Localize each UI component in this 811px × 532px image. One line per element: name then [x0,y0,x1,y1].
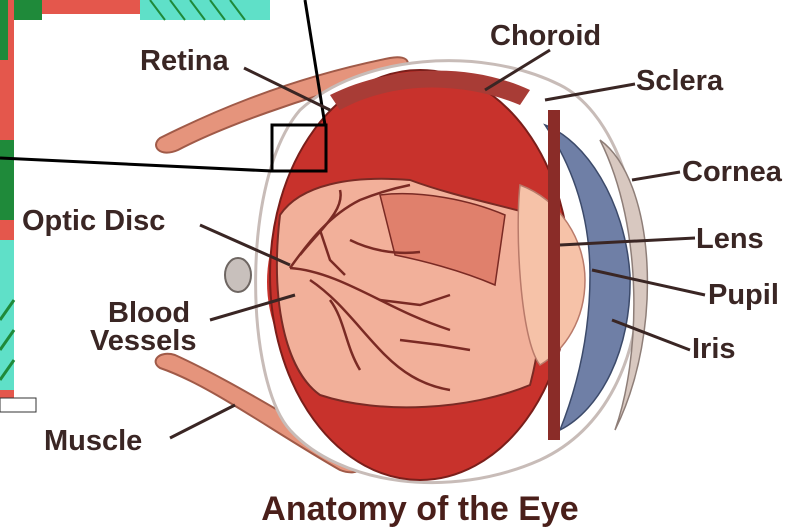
label-optic-disc: Optic Disc [22,205,165,237]
teal-patch-top [140,0,270,20]
magnify-pointer-left [0,158,272,171]
label-sclera: Sclera [636,65,724,97]
label-retina: Retina [140,45,230,77]
diagram-title: Anatomy of the Eye [261,490,578,528]
label-muscle: Muscle [44,425,142,457]
white-strip-bottomleft [0,398,36,412]
label-choroid: Choroid [490,20,601,52]
optic-nerve-stub [225,258,251,292]
label-lens: Lens [696,223,764,255]
green-patch-topleft [14,0,42,20]
label-pupil: Pupil [708,279,779,311]
green-patch-mid [0,140,14,220]
label-cornea: Cornea [682,156,783,188]
red-patch-top [42,0,140,14]
label-iris: Iris [692,333,736,365]
label-blood-vessels-line2: Vessels [90,325,196,357]
green-patch-top [0,0,8,60]
ciliary-body [548,110,560,440]
